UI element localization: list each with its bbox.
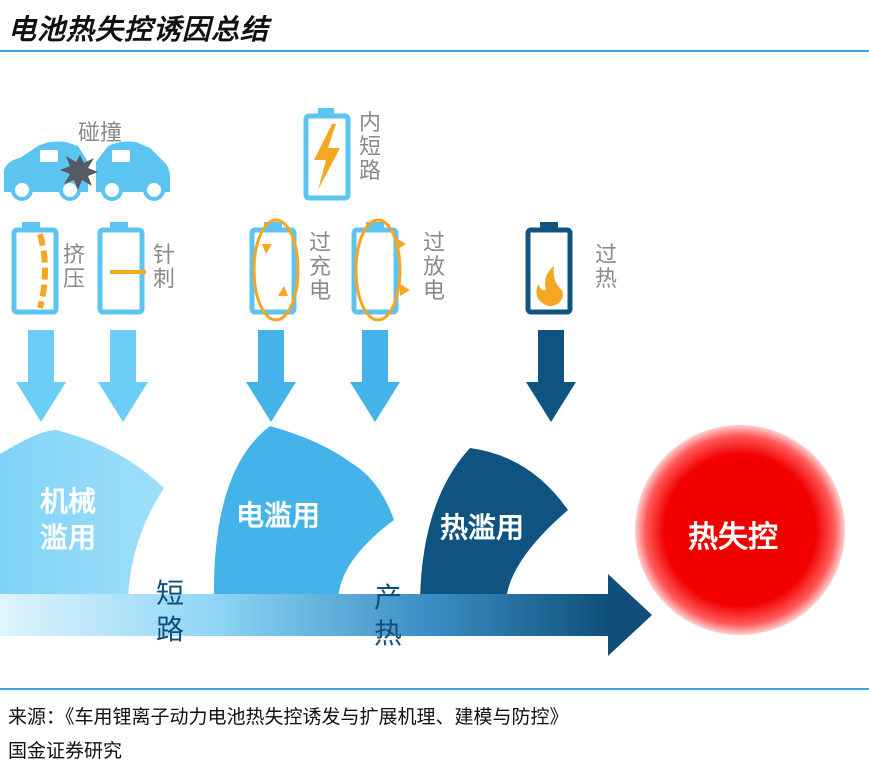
arrow-overdischarge-down bbox=[350, 330, 400, 422]
car-collision-icon bbox=[4, 141, 170, 201]
battery-extrusion-icon bbox=[11, 222, 59, 315]
battery-overheat-icon bbox=[525, 222, 573, 315]
label-overdischarge: 过放电 bbox=[422, 231, 445, 304]
label-thermal-runaway: 热失控 bbox=[688, 520, 778, 555]
arrow-extrusion-down bbox=[16, 330, 66, 422]
label-extrusion: 挤压 bbox=[62, 243, 85, 292]
battery-puncture-icon bbox=[97, 222, 146, 315]
label-electrical-abuse: 电滥用 bbox=[236, 499, 321, 532]
battery-overdischarge-icon bbox=[351, 218, 410, 322]
label-overcharge: 过充电 bbox=[308, 231, 331, 304]
arrow-overheat-down bbox=[526, 330, 576, 422]
source-citation: 来源：《车用锂离子动力电池热失控诱发与扩展机理、建模与防控》 bbox=[8, 706, 569, 728]
label-puncture: 针刺 bbox=[152, 243, 175, 292]
arrow-puncture-down bbox=[98, 330, 148, 422]
thermal-runaway-circle bbox=[635, 425, 845, 635]
source-org: 国金证券研究 bbox=[8, 740, 123, 762]
battery-internal-short-icon bbox=[303, 108, 351, 201]
top-divider bbox=[0, 50, 869, 52]
label-short-circuit: 短路 bbox=[155, 577, 184, 646]
electrical-abuse-shape bbox=[213, 426, 394, 600]
label-heat-generation: 产热 bbox=[373, 581, 402, 650]
mechanical-abuse-shape bbox=[0, 430, 164, 600]
flow-arrow bbox=[0, 574, 652, 656]
label-thermal-abuse: 热滥用 bbox=[440, 511, 525, 544]
thermal-abuse-shape bbox=[420, 448, 568, 600]
arrow-overcharge-down bbox=[246, 330, 296, 422]
page-title: 电池热失控诱因总结 bbox=[8, 13, 270, 46]
battery-overcharge-icon bbox=[249, 218, 300, 322]
label-collision: 碰撞 bbox=[77, 121, 122, 146]
label-internal-short: 内短路 bbox=[358, 111, 381, 184]
label-overheat: 过热 bbox=[594, 243, 617, 292]
bottom-divider bbox=[0, 688, 869, 690]
label-mechanical-abuse: 机械滥用 bbox=[40, 485, 97, 554]
